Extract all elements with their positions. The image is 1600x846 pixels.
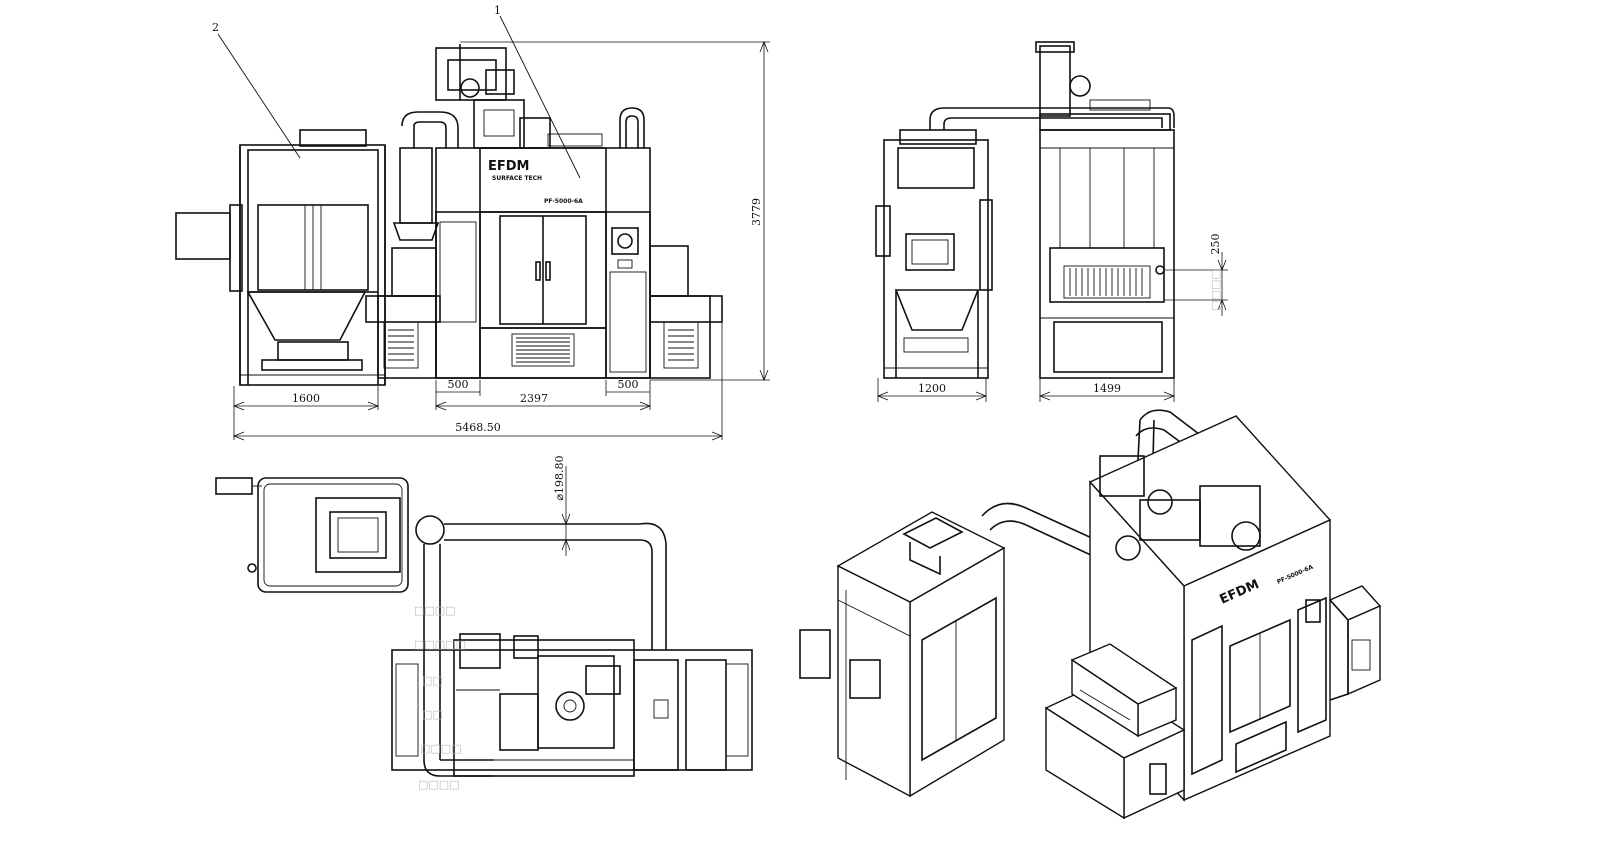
brand-logo: EFDM	[488, 159, 530, 174]
faded-note-1: □□□□	[414, 604, 456, 617]
isometric-view: EFDM PF-5000-6A	[799, 409, 1382, 820]
dim-side-right: 1499	[1093, 382, 1121, 395]
dim-right-gap: 500	[618, 378, 639, 391]
brand-subtitle: SURFACE TECH	[492, 175, 542, 182]
dim-pipe-diameter: ⌀198.80	[553, 455, 566, 500]
callout-2: 2	[212, 21, 219, 34]
front-view: EFDM SURFACE TECH PF-5000-6A 2 1	[175, 4, 770, 441]
side-vent-grille	[1069, 268, 1143, 296]
dim-side-vertical: 250	[1209, 234, 1222, 255]
dim-left-gap: 500	[448, 378, 469, 391]
faded-note-6: □□□□	[418, 778, 460, 791]
dim-center-width: 2397	[520, 392, 548, 405]
side-faded-note: □□□□	[1209, 269, 1222, 311]
dim-side-left: 1200	[918, 382, 946, 395]
vent-grille	[516, 337, 570, 363]
dim-left-width: 1600	[292, 392, 320, 405]
faded-note-3: □□	[422, 674, 443, 687]
dim-total-width: 5468.50	[455, 421, 501, 434]
faded-note-2: □□□□□	[414, 638, 466, 651]
faded-note-4: □□	[422, 708, 443, 721]
top-view: ⌀198.80 □□□□ □□□□□ □□ □□ □□□□ □□□□	[215, 455, 753, 791]
dim-front-height: 3779	[750, 198, 763, 226]
faded-note-5: □□□□	[420, 742, 462, 755]
side-view: 250 □□□□ 1200 1499	[875, 41, 1228, 402]
model-label: PF-5000-6A	[544, 198, 583, 205]
callout-1: 1	[494, 4, 501, 17]
